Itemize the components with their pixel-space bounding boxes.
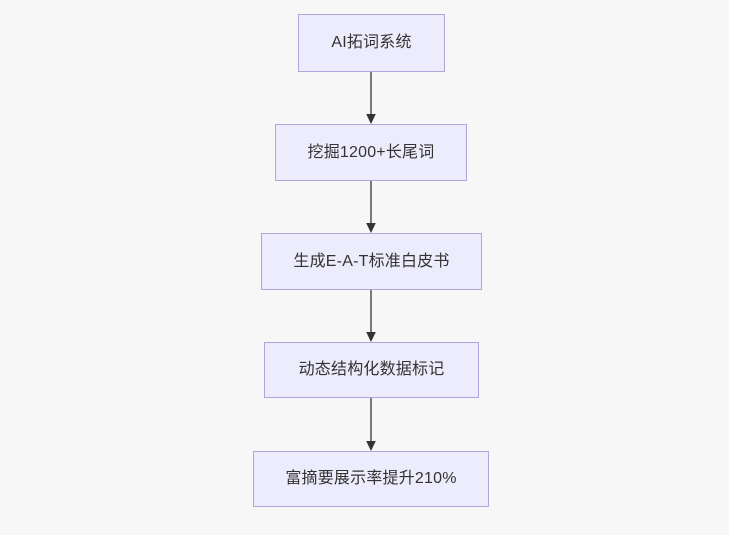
- flow-node-rich-snippet-impression-increase[interactable]: 富摘要展示率提升210%: [253, 451, 489, 507]
- flow-node-generate-eat-whitepaper[interactable]: 生成E-A-T标准白皮书: [261, 233, 482, 290]
- flow-node-label: 生成E-A-T标准白皮书: [293, 252, 450, 270]
- edge-n4-n5: [362, 398, 380, 451]
- flow-node-mine-longtail-keywords[interactable]: 挖掘1200+长尾词: [275, 124, 467, 181]
- edge-n1-n2: [362, 72, 380, 124]
- flow-node-label: AI拓词系统: [331, 34, 412, 52]
- flow-node-ai-keyword-system[interactable]: AI拓词系统: [298, 14, 445, 72]
- flow-node-dynamic-structured-data-markup[interactable]: 动态结构化数据标记: [264, 342, 479, 398]
- flow-node-label: 动态结构化数据标记: [298, 361, 445, 379]
- flow-node-label: 挖掘1200+长尾词: [307, 143, 435, 161]
- edge-n2-n3: [362, 181, 380, 233]
- flow-node-label: 富摘要展示率提升210%: [285, 470, 457, 488]
- edge-n3-n4: [362, 290, 380, 342]
